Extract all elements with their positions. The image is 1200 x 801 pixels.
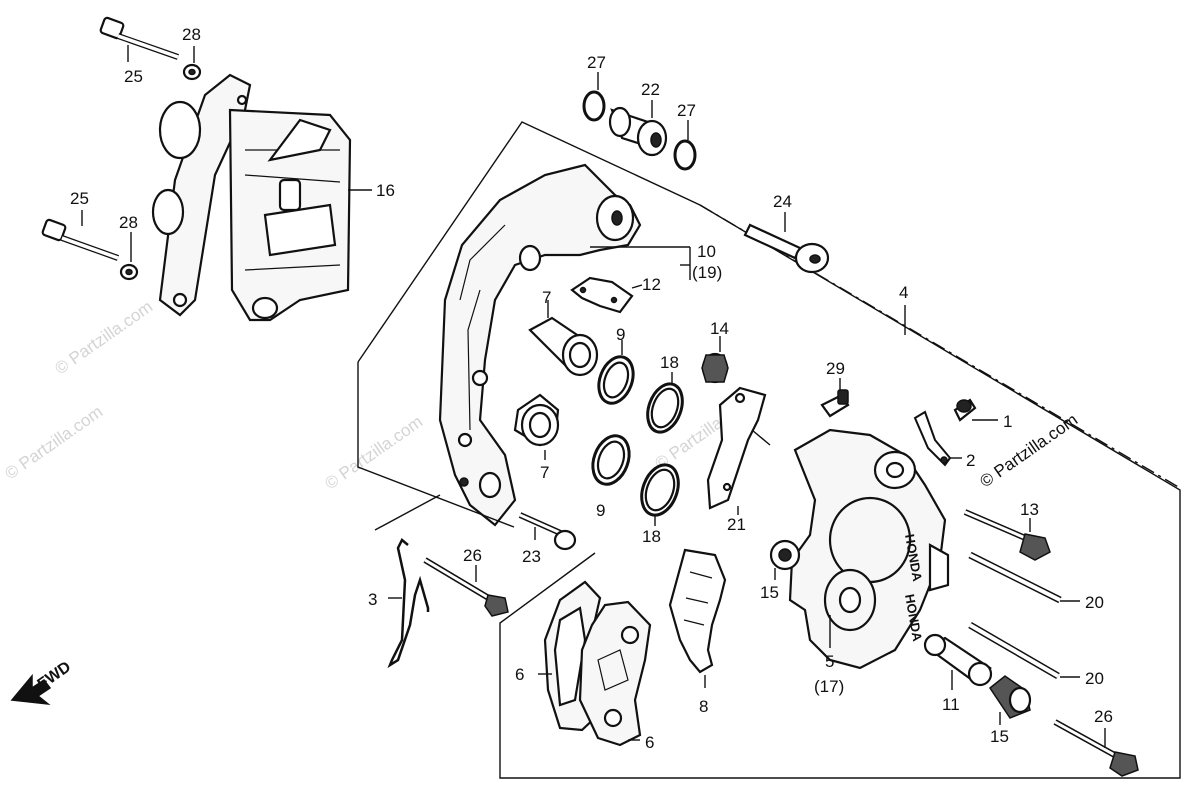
callout-1: 1 <box>1003 412 1012 431</box>
boot-15-lower <box>988 675 1032 725</box>
callout-25: 25 <box>124 67 143 86</box>
seal-18-lower <box>640 463 680 526</box>
piston-7-upper <box>528 300 599 377</box>
callout-6: 6 <box>645 733 654 752</box>
washer-28-lower <box>119 232 139 281</box>
o-ring-27-left <box>582 72 606 122</box>
screw-29 <box>820 378 850 418</box>
bolt-25-lower <box>41 210 120 261</box>
callout-7: 7 <box>542 288 551 307</box>
callout-18: 18 <box>660 353 679 372</box>
callout-7: 7 <box>540 463 549 482</box>
bolt-26-left <box>423 557 509 617</box>
callout-23: 23 <box>522 547 541 566</box>
bleeder-screw-1 <box>953 398 998 422</box>
callout-2: 2 <box>966 451 975 470</box>
bolt-25-upper <box>99 16 179 62</box>
bolt-24 <box>743 212 830 274</box>
seal-18-upper <box>646 372 684 434</box>
piston-7-lower <box>513 393 560 460</box>
callout-10: 10 <box>697 242 716 261</box>
callout-4: 4 <box>899 283 908 302</box>
caliper-bracket-10 <box>438 163 691 527</box>
fwd-arrow: FWD <box>10 658 75 706</box>
bolt-13 <box>963 509 1051 561</box>
seal-9-lower <box>591 434 631 486</box>
callout-11: 11 <box>942 695 960 714</box>
callout-27: 27 <box>677 101 696 120</box>
callout-13: 13 <box>1020 500 1039 519</box>
callout-9: 9 <box>616 325 625 344</box>
callout-26: 26 <box>463 546 482 565</box>
callout-16: 16 <box>376 181 395 200</box>
caliper-assembly-16 <box>151 73 372 322</box>
cap-2 <box>913 410 962 467</box>
boot-15-upper <box>769 539 801 580</box>
anti-rattle-spring-8 <box>668 548 727 688</box>
bolt-26-right <box>1053 719 1139 777</box>
callout-18: 18 <box>642 527 661 546</box>
callout-9: 9 <box>596 501 605 520</box>
pin-20-lower <box>968 621 1080 680</box>
callout-27: 27 <box>587 53 606 72</box>
seal-9-upper <box>597 340 635 405</box>
callout-14: 14 <box>710 319 729 338</box>
callout-12: 12 <box>642 275 661 294</box>
bleeder-nut-14 <box>701 336 729 384</box>
bolt-23 <box>518 512 577 551</box>
callout-5: 5 <box>825 652 834 671</box>
callout-29: 29 <box>826 359 845 378</box>
o-ring-27-right <box>673 120 697 171</box>
pad-spring-12 <box>570 276 643 314</box>
caliper-body-5: HONDA HONDA <box>788 428 950 670</box>
callout-labels: 1 2 3 4 5 (17) 6 6 7 7 8 9 9 10 (19) 11 … <box>70 25 1113 752</box>
callout-10-alt: (19) <box>692 263 722 282</box>
callout-3: 3 <box>368 590 377 609</box>
callout-15: 15 <box>990 727 1009 746</box>
callout-20: 20 <box>1085 669 1104 688</box>
callout-6: 6 <box>515 665 524 684</box>
callout-28: 28 <box>182 25 201 44</box>
callout-28: 28 <box>119 213 138 232</box>
callout-20: 20 <box>1085 593 1104 612</box>
watermark: © Partzilla.com <box>1 402 106 483</box>
callout-15: 15 <box>760 583 779 602</box>
bushing-22 <box>608 100 668 157</box>
pad-shim-21 <box>706 386 771 515</box>
pad-spring-3 <box>387 538 430 669</box>
watermark: © Partzilla.com <box>51 297 156 378</box>
fwd-label: FWD <box>35 658 75 693</box>
callout-8: 8 <box>699 697 708 716</box>
watermark: © Partzilla.com <box>321 412 426 493</box>
pin-20-upper <box>968 551 1080 604</box>
pin-11 <box>923 633 993 690</box>
callout-21: 21 <box>727 515 746 534</box>
callout-5-alt: (17) <box>814 677 844 696</box>
washer-28-upper <box>182 46 202 81</box>
callout-24: 24 <box>773 192 792 211</box>
callout-26: 26 <box>1094 707 1113 726</box>
callout-22: 22 <box>641 80 660 99</box>
brake-pad-6 <box>538 580 652 747</box>
callout-25: 25 <box>70 189 89 208</box>
